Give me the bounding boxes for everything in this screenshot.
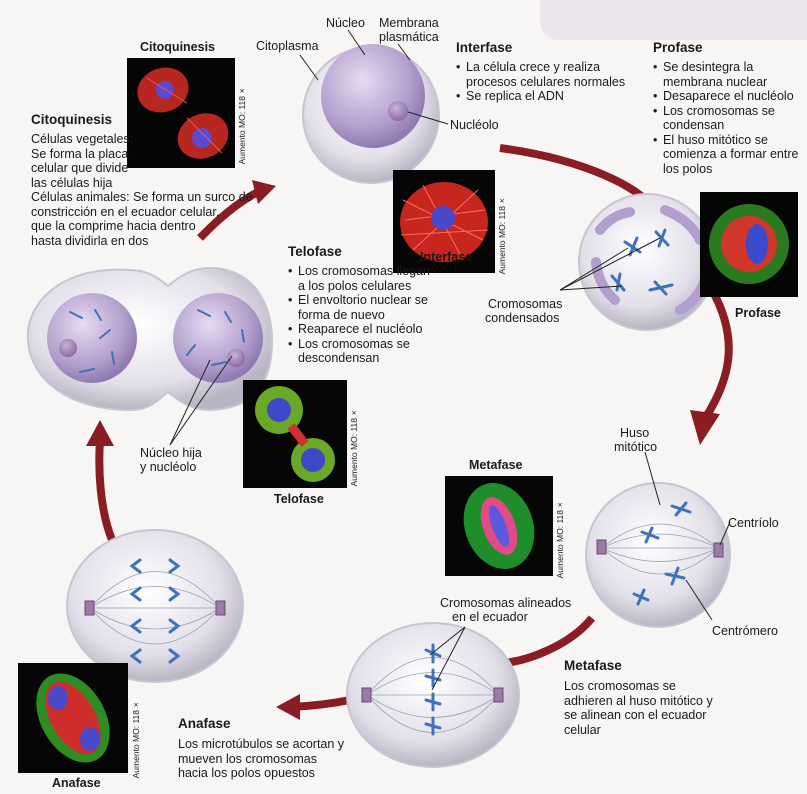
anafase-photo <box>18 663 128 773</box>
anafase-micrograph <box>18 663 128 773</box>
metafase-cell-bottom <box>347 623 519 767</box>
label-alineados-2: en el ecuador <box>452 610 528 625</box>
telofase-bullet-1: Los cromosomas llegan a los polos celula… <box>288 264 438 293</box>
telofase-micrograph <box>243 380 347 488</box>
label-cromosomas-1: Cromosomas <box>488 297 562 312</box>
telofase-bullet-3: Reaparece el nucléolo <box>288 322 438 337</box>
anafase-cell <box>67 530 243 682</box>
profase-bullet-4: El huso mitótico se comienza a formar en… <box>653 133 803 177</box>
profase-bullet-2: Desaparece el nucléolo <box>653 89 803 104</box>
telofase-title: Telofase <box>288 244 342 259</box>
label-centromero: Centrómero <box>712 624 778 639</box>
citoquinesis-line-1: Células vegetales: <box>31 132 261 147</box>
citoquinesis-line-2: Se forma la placa <box>31 147 261 162</box>
arrow-metafase-to-anafase <box>292 700 350 707</box>
citoquinesis-photo-caption: Citoquinesis <box>140 40 215 54</box>
arrowhead-telofase <box>86 420 114 446</box>
citoquinesis-title: Citoquinesis <box>31 112 112 127</box>
interfase-nucleolus <box>388 101 408 121</box>
telofase-bullet-4: Los cromosomas se descondensan <box>288 337 438 366</box>
telofase-bullet-2: El envoltorio nuclear se forma de nuevo <box>288 293 438 322</box>
citoquinesis-line-4: las células hija <box>31 176 261 191</box>
label-huso-1: Huso <box>620 426 649 441</box>
arrowhead-anafase <box>276 694 300 720</box>
telofase-magnification: Aumento MO: 118× <box>349 408 359 486</box>
label-alineados-1: Cromosomas alineados <box>440 596 571 611</box>
centriole-left <box>597 540 606 554</box>
metafase-title: Metafase <box>564 658 622 673</box>
label-nucleo-hija-2: y nucléolo <box>140 460 196 475</box>
label-nucleo-hija-1: Núcleo hija <box>140 446 202 461</box>
profase-photo <box>700 192 798 297</box>
arrowhead-metafase <box>690 410 720 445</box>
telofase-photo-caption: Telofase <box>274 492 324 506</box>
centriole-bottom-right <box>494 688 503 702</box>
metafase-magnification: Aumento MO: 118× <box>555 500 565 578</box>
profase-photo-caption: Profase <box>735 306 781 320</box>
label-cromosomas-2: condensados <box>485 311 559 326</box>
centriole-right <box>714 543 723 557</box>
citoquinesis-line-6: constricción en el ecuador celular, <box>31 205 261 220</box>
telofase-bullets: Los cromosomas llegan a los polos celula… <box>288 264 438 366</box>
arrow-profase-to-metafase <box>704 290 729 420</box>
profase-bullet-3: Los cromosomas se condensan <box>653 104 803 133</box>
anafase-centriole-left <box>85 601 94 615</box>
profase-bullets: Se desintegra la membrana nuclear Desapa… <box>653 60 803 176</box>
label-membrana-2: plasmática <box>379 30 439 45</box>
metafase-cell-right <box>586 483 730 627</box>
citoquinesis-line-7: que la comprime hacia dentro <box>31 219 261 234</box>
anafase-title: Anafase <box>178 716 231 731</box>
anafase-magnification: Aumento MO: 118× <box>131 700 141 778</box>
interfase-cell <box>303 44 439 183</box>
label-huso-2: mitótico <box>614 440 657 455</box>
interfase-bullet-1: La célula crece y realiza procesos celul… <box>456 60 646 89</box>
interfase-bullets: La célula crece y realiza procesos celul… <box>456 60 646 104</box>
interfase-photo-caption: Interfase <box>420 250 472 264</box>
interfase-title: Interfase <box>456 40 512 55</box>
interfase-magnification: Aumento MO: 118× <box>497 196 507 274</box>
label-nucleo: Núcleo <box>326 16 365 31</box>
telofase-nucleolus-right <box>227 349 245 367</box>
citoquinesis-line-3: celular que divide <box>31 161 261 176</box>
profase-bullet-1: Se desintegra la membrana nuclear <box>653 60 803 89</box>
profase-title: Profase <box>653 40 703 55</box>
telofase-nucleus-right <box>173 293 263 383</box>
telofase-nucleolus-left <box>59 339 77 357</box>
telofase-photo <box>243 380 347 488</box>
label-membrana-1: Membrana <box>379 16 439 31</box>
profase-micrograph <box>700 192 798 297</box>
label-nucleolo: Nucléolo <box>450 118 499 133</box>
anafase-description: Los microtúbulos se acortan y mueven los… <box>178 737 348 781</box>
metafase-photo-caption: Metafase <box>469 458 523 472</box>
anafase-photo-caption: Anafase <box>52 776 101 790</box>
citoquinesis-line-8: hasta dividirla en dos <box>31 234 261 249</box>
label-citoplasma: Citoplasma <box>256 39 319 54</box>
metafase-photo <box>445 476 553 576</box>
arrow-anafase-to-telofase <box>99 440 112 540</box>
interfase-bullet-2: Se replica el ADN <box>456 89 646 104</box>
metafase-micrograph <box>445 476 553 576</box>
arrow-metafase-to-anafase-right <box>505 618 592 663</box>
profase-cell <box>579 194 715 330</box>
citoquinesis-line-5: Células animales: Se forma un surco de <box>31 190 261 205</box>
label-centriolo: Centríolo <box>728 516 779 531</box>
telofase-cell <box>28 268 272 410</box>
metafase-membrane-right <box>586 483 730 627</box>
metafase-description: Los cromosomas se adhieren al huso mitót… <box>564 679 724 737</box>
centriole-bottom-left <box>362 688 371 702</box>
anafase-centriole-right <box>216 601 225 615</box>
citoquinesis-description: Células vegetales: Se forma la placa cel… <box>31 132 261 248</box>
